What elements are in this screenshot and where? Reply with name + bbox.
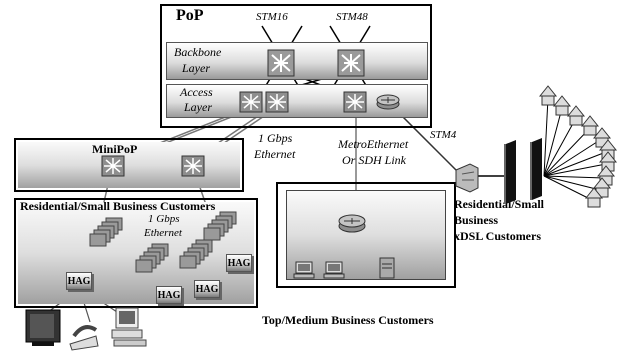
backbone-label-line2: Layer (182, 61, 210, 75)
top-medium-caption: Top/Medium Business Customers (262, 313, 434, 327)
minipop-box (14, 138, 244, 192)
stm16-label: STM16 (256, 11, 288, 23)
metro-link-label-line2: Or SDH Link (342, 153, 407, 167)
switch-stack-icon (203, 211, 237, 241)
pc-icon (111, 307, 147, 347)
residential-title: Residential/Small Business Customers (20, 199, 216, 213)
access-switch-icon (343, 91, 367, 113)
house-icon (584, 187, 604, 208)
house-icon (598, 151, 618, 172)
house-icon (538, 85, 558, 106)
switch-stack-icon (89, 217, 123, 247)
house-icon (592, 177, 612, 198)
gbps-link-label-line1: 1 Gbps (258, 131, 293, 145)
gbps-link-label-line2: Ethernet (254, 147, 296, 161)
hag-device: HAG (226, 254, 252, 272)
minipop-switch-icon (101, 155, 125, 177)
rack-icon (504, 140, 516, 204)
house-icon (580, 115, 600, 136)
phone-icon (69, 325, 99, 351)
stm48-label: STM48 (336, 11, 368, 23)
xdsl-label-line3: xDSL Customers (454, 229, 542, 243)
hag-device: HAG (66, 272, 92, 290)
server-icon (379, 257, 395, 279)
top-medium-box (276, 182, 456, 288)
minipop-title: MiniPoP (92, 142, 138, 156)
pop-title: PoP (176, 7, 204, 24)
minipop-switch-icon (181, 155, 205, 177)
metro-link-label-line1: MetroEthernet (338, 137, 409, 151)
router-icon (376, 94, 400, 110)
access-switch-icon (239, 91, 263, 113)
house-icon (566, 105, 586, 126)
rack-icon (530, 138, 542, 200)
residential-gbps-line2: Ethernet (144, 227, 182, 239)
backbone-label-line1: Backbone (174, 45, 222, 59)
switch-stack-icon (135, 243, 169, 273)
hag-device: HAG (194, 280, 220, 298)
router-icon (338, 214, 366, 233)
backbone-switch-icon (267, 49, 295, 77)
xdsl-label-line2: Business (454, 213, 499, 227)
xdsl-label-line1: Residential/Small (454, 197, 545, 211)
hag-device: HAG (156, 286, 182, 304)
residential-gbps-line1: 1 Gbps (148, 213, 180, 225)
pop-box (160, 4, 432, 128)
access-switch-icon (265, 91, 289, 113)
top-medium-band (286, 190, 446, 280)
stm4-label: STM4 (430, 129, 457, 141)
access-label-line1: Access (180, 85, 213, 99)
house-icon (552, 95, 572, 116)
residential-box (14, 198, 258, 308)
workstation-icon (323, 261, 345, 279)
workstation-icon (293, 261, 315, 279)
backbone-switch-icon (337, 49, 365, 77)
backbone-layer (166, 42, 428, 80)
dslam-icon (455, 163, 479, 193)
access-label-line2: Layer (184, 100, 212, 114)
switch-stack-icon (179, 239, 213, 269)
tv-icon (25, 309, 61, 346)
